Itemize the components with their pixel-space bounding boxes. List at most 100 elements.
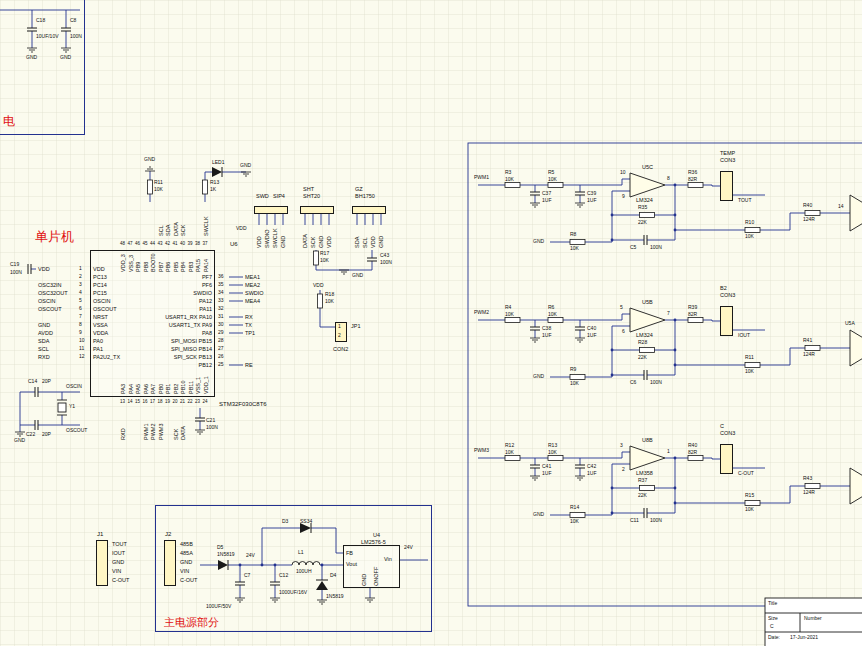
mcu-periphery xyxy=(365,214,366,225)
net-label: DATA xyxy=(180,426,186,440)
part-label: C5 xyxy=(630,245,636,251)
power-supply-circuit xyxy=(270,598,280,602)
pin-number: 29 xyxy=(218,330,224,336)
mcu-periphery xyxy=(229,301,243,302)
pin-name: VDD_3 xyxy=(120,254,126,272)
power-supply-circuit xyxy=(370,588,371,598)
mcu-periphery xyxy=(148,180,153,194)
part-label: D3 xyxy=(282,519,288,525)
pin-number: 6 xyxy=(79,306,82,312)
pin-name: PB8 xyxy=(143,262,149,272)
power-supply-circuit xyxy=(321,564,324,567)
part-label: 10K xyxy=(548,450,557,456)
mcu-periphery xyxy=(145,167,155,171)
net-label: MEA4 xyxy=(245,298,260,304)
pin-number: 31 xyxy=(218,314,224,320)
part-label: C40 xyxy=(587,326,596,332)
pin-name: PA14 xyxy=(203,259,209,272)
pin-name: VDD_1 xyxy=(203,376,209,394)
part-designator: SHT xyxy=(303,186,314,192)
part-value: LM358 xyxy=(636,470,653,476)
pin-number: 44 xyxy=(150,241,155,246)
part-label: 10K xyxy=(548,312,557,318)
part-label: 8 xyxy=(667,176,670,182)
pin-name: SCL xyxy=(362,237,368,248)
opamp-outline xyxy=(630,173,665,197)
net-label: RX xyxy=(245,314,253,320)
pin-number: 14 xyxy=(838,204,844,210)
power-supply-circuit xyxy=(300,523,311,533)
mcu-periphery xyxy=(373,214,374,225)
part-label: 10K xyxy=(570,246,579,252)
opamp-triangle xyxy=(630,446,665,470)
part-label: R40 xyxy=(688,443,697,449)
pin-name: NRST xyxy=(93,314,108,320)
part-label: 1 xyxy=(667,449,670,455)
part-value: CON2 xyxy=(333,346,348,352)
part-label: IOUT xyxy=(738,333,750,339)
mcu-periphery xyxy=(367,258,377,261)
mcu-periphery xyxy=(20,392,35,393)
title-block-text: Title xyxy=(768,601,777,607)
pin-number: 26 xyxy=(218,354,224,360)
title-block xyxy=(765,598,862,646)
part-label: 100N xyxy=(650,518,662,524)
pin-number: 17 xyxy=(150,399,155,404)
part-label: PWM1 xyxy=(474,175,489,181)
mcu-periphery xyxy=(229,325,243,326)
part-label: C6 xyxy=(630,380,636,386)
power-supply-circuit xyxy=(239,564,324,567)
part-label: R9 xyxy=(570,367,576,373)
power-supply-circuit xyxy=(228,565,292,566)
opamp-triangle xyxy=(630,173,665,197)
part-label: 10K xyxy=(505,450,514,456)
part-label: 10K xyxy=(325,299,334,305)
pin-name: SPI_SCK PB13 xyxy=(174,354,212,360)
part-label: R28 xyxy=(638,340,647,346)
connector-box: B2CON3 xyxy=(720,306,733,336)
mcu-periphery xyxy=(229,333,243,334)
part-label: Y1 xyxy=(69,404,75,410)
supply-decoupling xyxy=(61,28,71,31)
part-label: 100N xyxy=(70,34,82,40)
power-supply-circuit xyxy=(240,565,241,582)
part-designator: 主电源部分 xyxy=(164,616,219,629)
mcu-periphery xyxy=(203,180,208,194)
pin-number: 7 xyxy=(79,314,82,320)
part-label: R15 xyxy=(745,493,754,499)
mcu-periphery xyxy=(15,167,381,436)
power-region-box: 主电源部分J2U4LM2576-5 xyxy=(155,505,432,632)
part-label: 9 xyxy=(622,194,625,200)
part-label: R10 xyxy=(745,220,754,226)
pin-number: 24 xyxy=(203,399,208,404)
part-label: R13 xyxy=(210,180,219,186)
part-label: 20P xyxy=(42,379,51,385)
part-label: 1K xyxy=(210,187,216,193)
region-frame xyxy=(468,143,862,606)
mcu-periphery xyxy=(316,265,372,270)
pin-name: SWDIO xyxy=(193,290,212,296)
mcu-periphery xyxy=(229,277,243,278)
opamp-symbol: U8BLM358 xyxy=(630,446,665,470)
mcu-periphery xyxy=(205,194,206,202)
pin-number: 32 xyxy=(218,306,224,312)
part-label: LED1 xyxy=(212,160,225,166)
part-label: R43 xyxy=(803,476,812,482)
pin-number: 30 xyxy=(218,322,224,328)
mcu-periphery xyxy=(28,264,31,274)
pin-name: PA1 xyxy=(93,346,103,352)
part-label: 100N xyxy=(650,380,662,386)
part-label: C38 xyxy=(542,326,551,332)
part-label: VDD xyxy=(236,226,247,232)
mcu-periphery xyxy=(195,418,205,421)
mcu-periphery xyxy=(38,425,80,426)
net-label: RXD xyxy=(38,354,50,360)
net-label: OSCOUT xyxy=(38,306,62,312)
mcu-periphery xyxy=(339,270,349,274)
mcu-periphery xyxy=(62,392,63,400)
pin-name: C-OUT xyxy=(112,577,129,583)
power-supply-circuit xyxy=(262,528,300,565)
part-label: GND xyxy=(533,374,544,380)
